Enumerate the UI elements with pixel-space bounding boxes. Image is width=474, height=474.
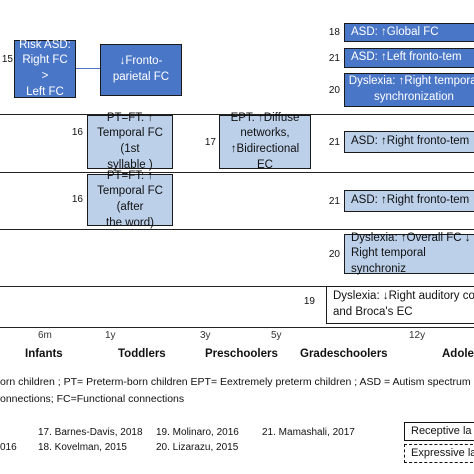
abbreviation-legend: onnections; FC=Functional connections [0,393,185,405]
reference: 21. Mamashali, 2017 [262,427,355,438]
abbreviation-legend: orn children ; PT= Preterm-born children… [0,376,471,388]
box-asd-right-fronto: ASD: ↑Right fronto-tem [344,131,474,153]
stage-label: Toddlers [118,348,166,360]
box-dyslexia-auditory: Dyslexia: ↓Right auditory cort and Broca… [326,286,474,324]
row-divider [0,286,474,287]
ref-number: 19 [303,296,315,307]
stage-label: Adole [442,348,474,360]
ref-number: 16 [71,194,83,205]
ref-number: 16 [71,127,83,138]
box-dyslexia-overall: Dyslexia: ↑Overall FC ↓ Right temporal s… [344,232,474,275]
row-divider [0,327,474,328]
legend-receptive: Receptive la [404,422,474,441]
box-asd-left-fronto: ASD: ↑Left fronto-tem [344,48,474,68]
reference: 19. Molinaro, 2016 [156,427,239,438]
ref-number: 17 [204,137,216,148]
axis-tick: 12y [409,330,426,341]
box-pt-ft-word: PT=FT: ↑ Temporal FC (after the word) [87,170,173,229]
reference: 20. Lizarazu, 2015 [156,442,239,453]
box-asd-global: ASD: ↑Global FC [344,23,474,42]
stage-label: Infants [25,348,63,360]
box-pt-ft-syllable: PT=FT: ↑ Temporal FC (1st syllable ) [87,112,173,171]
row-divider [0,172,474,173]
ref-number: 21 [328,196,340,207]
connector-line [76,68,100,69]
row-divider [0,229,474,230]
ref-number: 20 [328,85,340,96]
box-fronto-parietal: ↓Fronto- parietal FC [100,44,182,96]
axis-tick: 1y [105,330,116,341]
box-ept-networks: EPT: ↑Diffuse networks, ↑Bidirectional E… [219,112,311,171]
legend-expressive: Expressive la [404,444,474,463]
ref-number: 15 [1,54,13,65]
axis-tick: 6m [38,330,52,341]
axis-tick: 3y [200,330,211,341]
box-risk-asd: Risk ASD: Right FC > Left FC [14,39,76,98]
reference: 18. Kovelman, 2015 [38,442,127,453]
ref-number: 18 [328,27,340,38]
reference: 17. Barnes-Davis, 2018 [38,427,143,438]
ref-number: 21 [328,53,340,64]
box-asd-right-fronto-2: ASD: ↑Right fronto-tem [344,190,474,212]
ref-number: 20 [328,249,340,260]
axis-tick: 5y [271,330,282,341]
box-dyslexia-temporal: Dyslexia: ↑Right temporal synchronizatio… [344,73,474,107]
reference: 016 [0,442,17,453]
ref-number: 21 [328,137,340,148]
stage-label: Preschoolers [205,348,278,360]
stage-label: Gradeschoolers [300,348,388,360]
row-divider [0,114,474,115]
